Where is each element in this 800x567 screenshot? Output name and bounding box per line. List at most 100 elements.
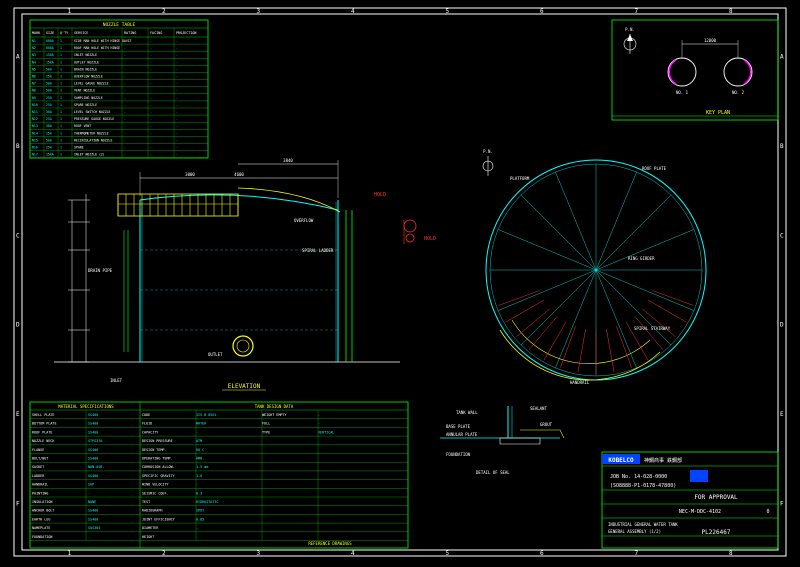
elevation-title: ELEVATION [228,383,261,390]
nozzle-cell: - [176,67,178,71]
zone-marker-top: 5 [445,8,449,15]
spec-cell: NON-ASB. [88,465,104,469]
plan-view: P.N. ROOF PLATE PLATFORM SPIRAL STAIRWAY… [482,149,707,385]
spec-cell: PAINTING [32,491,48,495]
nozzle-cell: - [150,124,152,128]
nozzle-cell: - [150,131,152,135]
detail-label-grout: GROUT [540,422,553,427]
nozzle-cell: 25A [46,117,52,121]
key-plan-dim: 12000 [704,38,717,43]
spec-cell: RADIOGRAPH [142,509,162,513]
spec-cell: LADDER [32,474,45,478]
nozzle-cell: - [176,82,178,86]
nozzle-cell: 25A [46,96,52,100]
nozzle-cell: - [176,89,178,93]
seal-detail: TANK WALL BASE PLATE ANNULAR PLATE SEALA… [440,406,565,475]
zone-marker-left: E [16,411,20,418]
elevation-dim-2: 3840 [283,158,293,163]
zone-marker-top: 4 [351,8,355,15]
spec-cell: SS400 [88,509,98,513]
nozzle-cell: - [176,131,178,135]
nozzle-cell: - [150,89,152,93]
spec-cell: HYDROSTATIC [196,500,218,504]
zone-marker-left: A [16,54,20,61]
nozzle-cell: SAMPLING NOZZLE [74,96,103,100]
spec-cell: - [196,535,198,539]
nozzle-cell: - [124,46,126,50]
zone-marker-right: E [780,411,784,418]
revision: 0 [766,509,769,515]
nozzle-header-cell: Q'TY [60,31,68,35]
nozzle-cell: N6 [32,75,36,79]
nozzle-cell: - [150,153,152,157]
spec-cell: ROOF PLATE [32,430,52,434]
nozzle-cell: 50A [46,124,52,128]
nozzle-cell: - [176,146,178,150]
nozzle-cell: - [124,138,126,142]
nozzle-cell: - [176,138,178,142]
spec-cell: FOUNDATION [32,535,52,539]
spec-cell: - [196,483,198,487]
nozzle-cell: 25A [46,103,52,107]
spec-cell: DESIGN TEMP. [142,448,167,452]
nozzle-cell: N16 [32,146,38,150]
zone-marker-bottom: 6 [540,550,544,557]
zone-marker-top: 1 [67,8,71,15]
spec-cell: SS400 [88,430,98,434]
nozzle-cell: - [176,103,178,107]
key-plan: 12000 NO. 1 NO. 2 KEY PLAN P.N. [611,19,779,121]
nozzle-cell: N15 [32,138,38,142]
nozzle-cell: - [176,96,178,100]
nozzle-cell: - [150,46,152,50]
spec-cell: SHELL PLATE [32,413,54,417]
zone-marker-left: D [16,322,20,329]
nozzle-cell: - [124,75,126,79]
nozzle-cell: 1 [60,96,62,100]
nozzle-cell: - [150,146,152,150]
nozzle-cell: - [124,117,126,121]
title-block: KOBELCO 神鋼商事 鉄鋼部 JOB No. 14-028-0000 (SO… [601,451,779,549]
inner-border [21,13,779,551]
nozzle-cell: - [176,124,178,128]
zone-marker-top: 6 [540,8,544,15]
label-overflow: OVERFLOW [294,218,314,223]
nozzle-cell: - [150,60,152,64]
nozzle-cell: 1 [60,60,62,64]
hold-label-1: HOLD [374,192,386,198]
zone-marker-bottom: 1 [67,550,71,557]
nozzle-cell: - [124,110,126,114]
zone-marker-bottom: 3 [256,550,260,557]
spec-title-2: TANK DESIGN DATA [255,404,294,409]
spec-cell: HEIGHT [142,535,154,539]
key-plan-tank1: NO. 1 [676,90,689,95]
elevation-dim-1: 4600 [234,172,244,177]
spec-cell: SPECIFIC GRAVITY [142,474,175,478]
nozzle-cell: 1 [60,46,62,50]
drawing-title-1: INDUSTRIAL GENERAL WATER TANK [608,522,678,527]
nozzle-cell: 50A [46,67,52,71]
spec-cell: - [196,430,198,434]
nozzle-cell: - [150,110,152,114]
plan-spokes [490,164,702,376]
spec-cell: FLUID [142,422,152,426]
label-inlet: INLET [110,378,123,383]
spec-cell: JOINT EFFICIENCY [142,517,175,521]
spec-cell: SEISMIC COEF. [142,491,169,495]
nozzle-cell: 1 [60,153,62,157]
nozzle-cell: THERMOMETER NOZZLE [74,131,109,135]
detail-label-annular: ANNULAR PLATE [446,432,478,437]
plan-north-label: P.N. [483,149,493,154]
spec-cell: - [318,422,320,426]
spec-cell: SS400 [88,474,98,478]
nozzle-cell: 50A [46,110,52,114]
hold-label-2: HOLD [424,236,436,242]
zone-marker-right: A [780,54,784,61]
nozzle-cell: ROOF MAN HOLE WITH HINGE [74,46,120,50]
nozzle-cell: 50A [46,89,52,93]
spec-cell: INSULATION [32,500,52,504]
nozzle-cell: 25A [46,131,52,135]
nozzle-cell: 600A [46,39,54,43]
